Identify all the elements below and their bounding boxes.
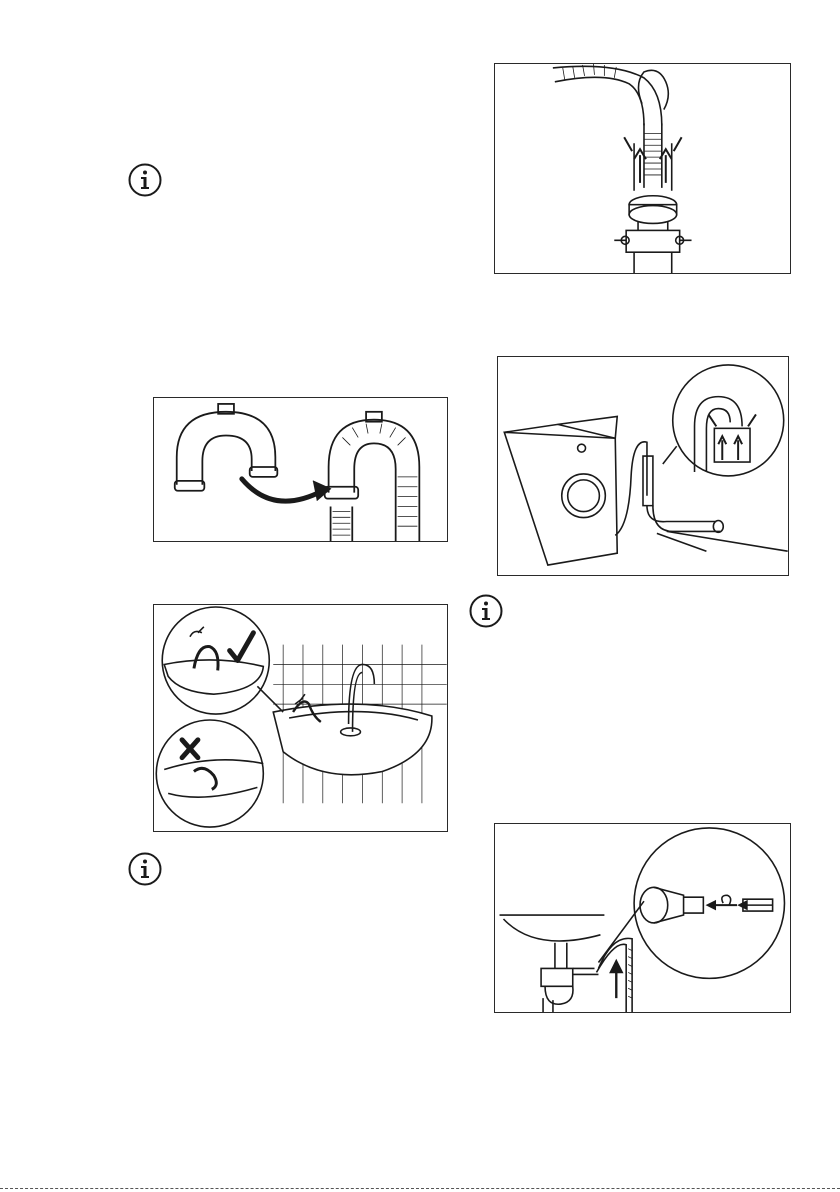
sink-siphon-figure — [494, 823, 791, 1013]
hose-guide-fitting-figure — [153, 397, 448, 542]
sink-hook-figure — [153, 604, 448, 832]
info-icon — [128, 852, 162, 886]
info-icon — [128, 163, 162, 197]
drain-pipe-insertion-figure — [494, 63, 791, 274]
page-cut-line — [0, 1188, 840, 1189]
info-icon — [469, 594, 503, 628]
machine-standpipe-figure — [497, 356, 789, 576]
